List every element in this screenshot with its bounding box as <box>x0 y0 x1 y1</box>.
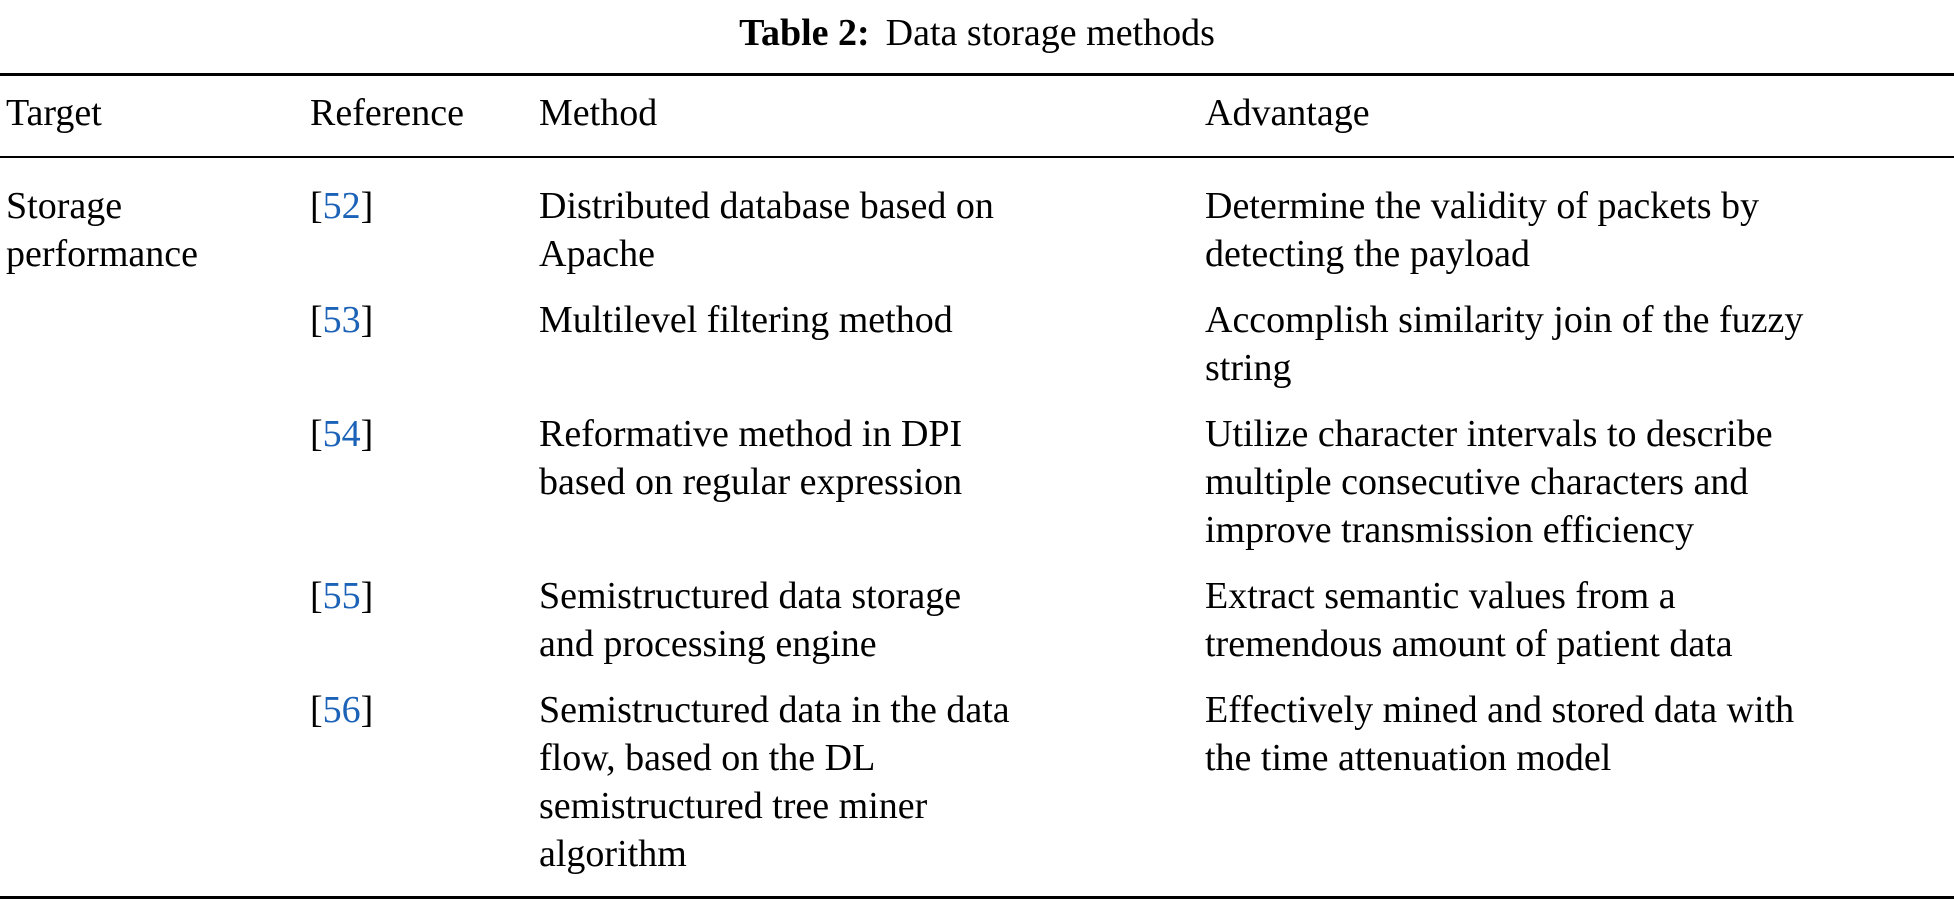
ref-bracket-open: [ <box>310 689 323 731</box>
cell-reference: [53] <box>310 296 539 410</box>
cell-method: Semistructured data in the data flow, ba… <box>539 689 1010 875</box>
reference-link[interactable]: 56 <box>322 689 361 731</box>
cell-reference: [55] <box>310 572 539 686</box>
table-caption-text: Data storage methods <box>885 12 1215 54</box>
table-row: [55] Semistructured data storage and pro… <box>0 572 1954 686</box>
table-row: [54] Reformative method in DPI based on … <box>0 410 1954 572</box>
cell-reference: [54] <box>310 410 539 572</box>
ref-bracket-open: [ <box>310 299 323 341</box>
cell-target <box>0 410 310 572</box>
cell-advantage: Accomplish similarity join of the fuzzy … <box>1205 299 1804 389</box>
ref-bracket-open: [ <box>310 575 323 617</box>
table-row: [53] Multilevel filtering method Accompl… <box>0 296 1954 410</box>
table-caption-label: Table 2: <box>739 12 870 54</box>
ref-bracket-close: ] <box>360 185 374 227</box>
column-header-target: Target <box>0 74 310 158</box>
cell-target <box>0 296 310 410</box>
cell-reference: [56] <box>310 686 539 898</box>
cell-target <box>0 572 310 686</box>
cell-advantage: Effectively mined and stored data with t… <box>1205 689 1795 779</box>
cell-method: Reformative method in DPI based on regul… <box>539 413 963 503</box>
ref-bracket-open: [ <box>310 413 323 455</box>
reference-link[interactable]: 55 <box>322 575 361 617</box>
ref-bracket-open: [ <box>310 185 323 227</box>
reference-link[interactable]: 53 <box>322 299 361 341</box>
reference-link[interactable]: 52 <box>322 185 361 227</box>
data-storage-methods-table: Target Reference Method Advantage Storag… <box>0 73 1954 899</box>
cell-target <box>0 686 310 898</box>
table-caption: Table 2: Data storage methods <box>0 0 1954 73</box>
cell-method: Multilevel filtering method <box>539 299 953 341</box>
cell-method: Semistructured data storage and processi… <box>539 575 962 665</box>
cell-advantage: Extract semantic values from a tremendou… <box>1205 575 1733 665</box>
cell-advantage: Utilize character intervals to describe … <box>1205 413 1773 551</box>
table-row: Storage performance [52] Distributed dat… <box>0 157 1954 296</box>
column-header-reference: Reference <box>310 74 539 158</box>
header-row: Target Reference Method Advantage <box>0 74 1954 158</box>
table-row: [56] Semistructured data in the data flo… <box>0 686 1954 898</box>
ref-bracket-close: ] <box>360 575 374 617</box>
ref-bracket-close: ] <box>360 413 374 455</box>
column-header-advantage: Advantage <box>1205 74 1954 158</box>
ref-bracket-close: ] <box>360 689 374 731</box>
ref-bracket-close: ] <box>360 299 374 341</box>
cell-advantage: Determine the validity of packets by det… <box>1205 185 1759 275</box>
cell-method: Distributed database based on Apache <box>539 185 994 275</box>
column-header-method: Method <box>539 74 1205 158</box>
cell-reference: [52] <box>310 157 539 296</box>
cell-target: Storage performance <box>6 185 198 275</box>
reference-link[interactable]: 54 <box>322 413 361 455</box>
